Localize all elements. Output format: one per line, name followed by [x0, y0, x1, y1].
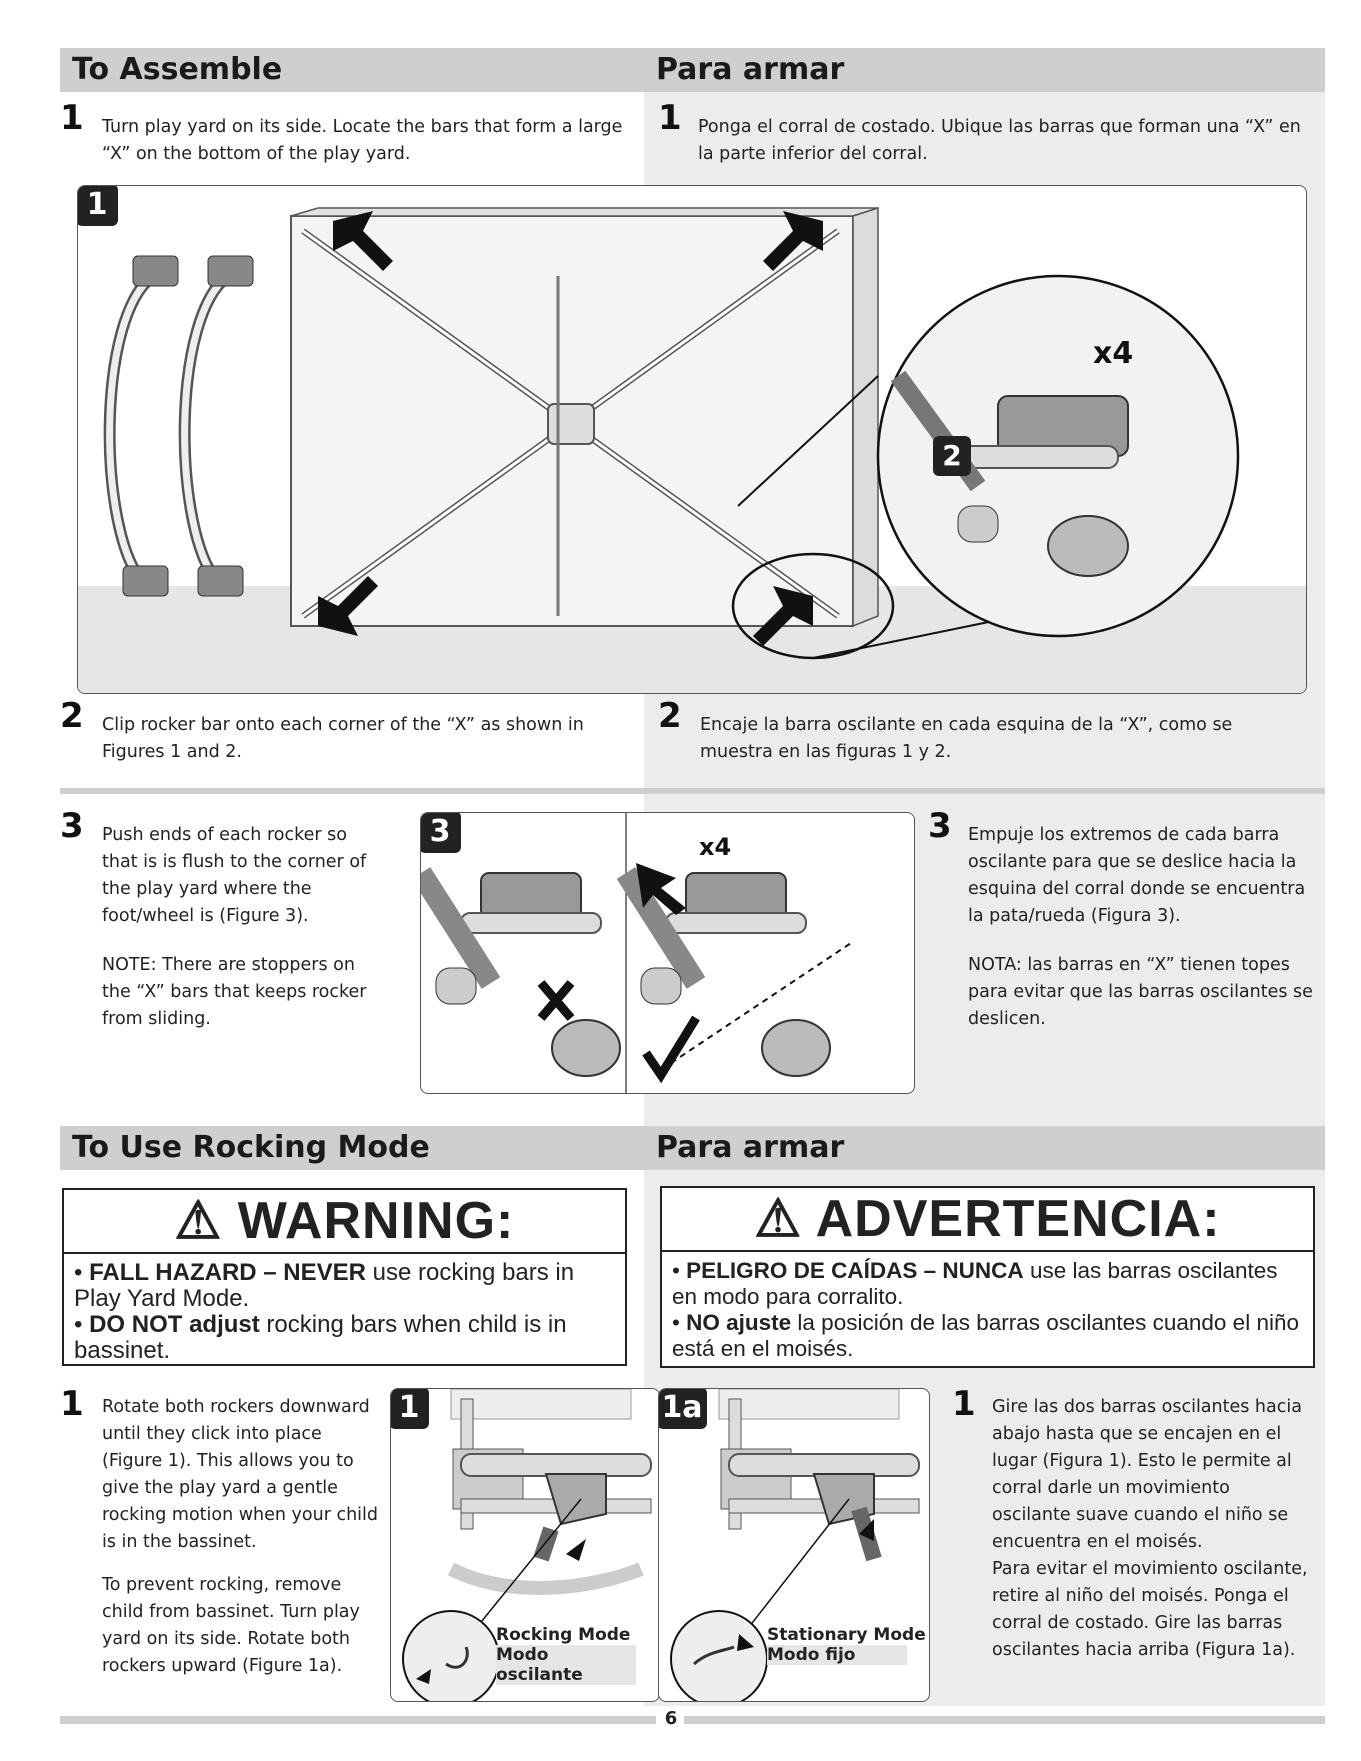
step-text-es: Gire las dos barras oscilantes hacia aba…	[992, 1397, 1302, 1552]
step-text-es: Ponga el corral de costado. Ubique las b…	[698, 117, 1301, 164]
mode-label-es: Modo fijo	[767, 1645, 907, 1665]
step-text-en: Turn play yard on its side. Locate the b…	[102, 117, 623, 164]
step-number: 3	[928, 806, 952, 846]
warning-title: ⚠ WARNING:	[64, 1190, 625, 1254]
quantity-label: x4	[699, 833, 732, 861]
warning-box-en: ⚠ WARNING: • FALL HAZARD – NEVER use roc…	[62, 1188, 627, 1366]
section-header-assemble-en: To Assemble	[60, 48, 644, 92]
warning-body: • PELIGRO DE CAÍDAS – NUNCA use las barr…	[672, 1258, 1299, 1361]
mode-label-es: Modo oscilante	[496, 1645, 636, 1685]
figure-1a-stationary-mode: 1a Stationary Mode Modo fijo	[658, 1388, 930, 1702]
step-number: 2	[60, 696, 84, 736]
step-number: 1	[952, 1384, 976, 1424]
figure-badge: 2	[933, 436, 971, 476]
step-number: 1	[60, 98, 84, 138]
step-text-en: Push ends of each rocker so that is is f…	[102, 825, 367, 926]
figure-badge: 1	[391, 1389, 429, 1429]
figure-3-illustration: 3 x4	[420, 812, 915, 1094]
figure-badge: 1a	[659, 1389, 707, 1429]
rocker-flush-drawing	[421, 813, 852, 1093]
warning-triangle-icon: ⚠	[754, 1190, 803, 1248]
quantity-label: x4	[1093, 336, 1134, 371]
footer-rule-left	[60, 1716, 656, 1724]
step-text-es: Para evitar el movimiento oscilante, ret…	[992, 1559, 1308, 1660]
step-text-es: Empuje los extremos de cada barra oscila…	[968, 825, 1306, 926]
footer-rule-right	[684, 1716, 1325, 1724]
rocking-mode-drawing	[402, 1389, 652, 1701]
step-number: 1	[60, 1384, 84, 1424]
step-number: 3	[60, 806, 84, 846]
section-header-rocking-en: To Use Rocking Mode	[60, 1126, 644, 1170]
step-note-en: NOTE: There are stoppers on the “X” bars…	[102, 955, 367, 1029]
mode-label-en: Rocking Mode	[496, 1625, 631, 1645]
warning-triangle-icon: ⚠	[174, 1192, 223, 1250]
warning-box-es: ⚠ ADVERTENCIA: • PELIGRO DE CAÍDAS – NUN…	[660, 1186, 1315, 1368]
figure-1-rocking-mode: 1 Rocking Mode Modo oscilante	[390, 1388, 660, 1702]
warning-body: • FALL HAZARD – NEVER use rocking bars i…	[74, 1259, 575, 1364]
step-text-en: Clip rocker bar onto each corner of the …	[102, 715, 584, 762]
play-yard-bottom-drawing	[78, 206, 1306, 693]
figure-badge: 1	[78, 186, 118, 226]
step-number: 1	[658, 98, 682, 138]
step-note-es: NOTA: las barras en “X” tienen topes par…	[968, 955, 1313, 1029]
page-number: 6	[664, 1708, 678, 1729]
stationary-mode-drawing	[670, 1389, 920, 1701]
figure-1-illustration: 1 2 x4	[77, 185, 1307, 694]
warning-title: ⚠ ADVERTENCIA:	[662, 1188, 1313, 1252]
divider	[60, 788, 1325, 794]
step-text-en: Rotate both rockers downward until they …	[102, 1397, 379, 1552]
section-header-rocking-es: Para armar	[644, 1126, 1325, 1170]
step-text-es: Encaje la barra oscilante en cada esquin…	[700, 715, 1233, 762]
mode-label-en: Stationary Mode	[767, 1625, 926, 1645]
section-header-assemble-es: Para armar	[644, 48, 1325, 92]
step-text-en: To prevent rocking, remove child from ba…	[102, 1575, 360, 1676]
figure-badge: 3	[421, 813, 461, 853]
step-number: 2	[658, 696, 682, 736]
